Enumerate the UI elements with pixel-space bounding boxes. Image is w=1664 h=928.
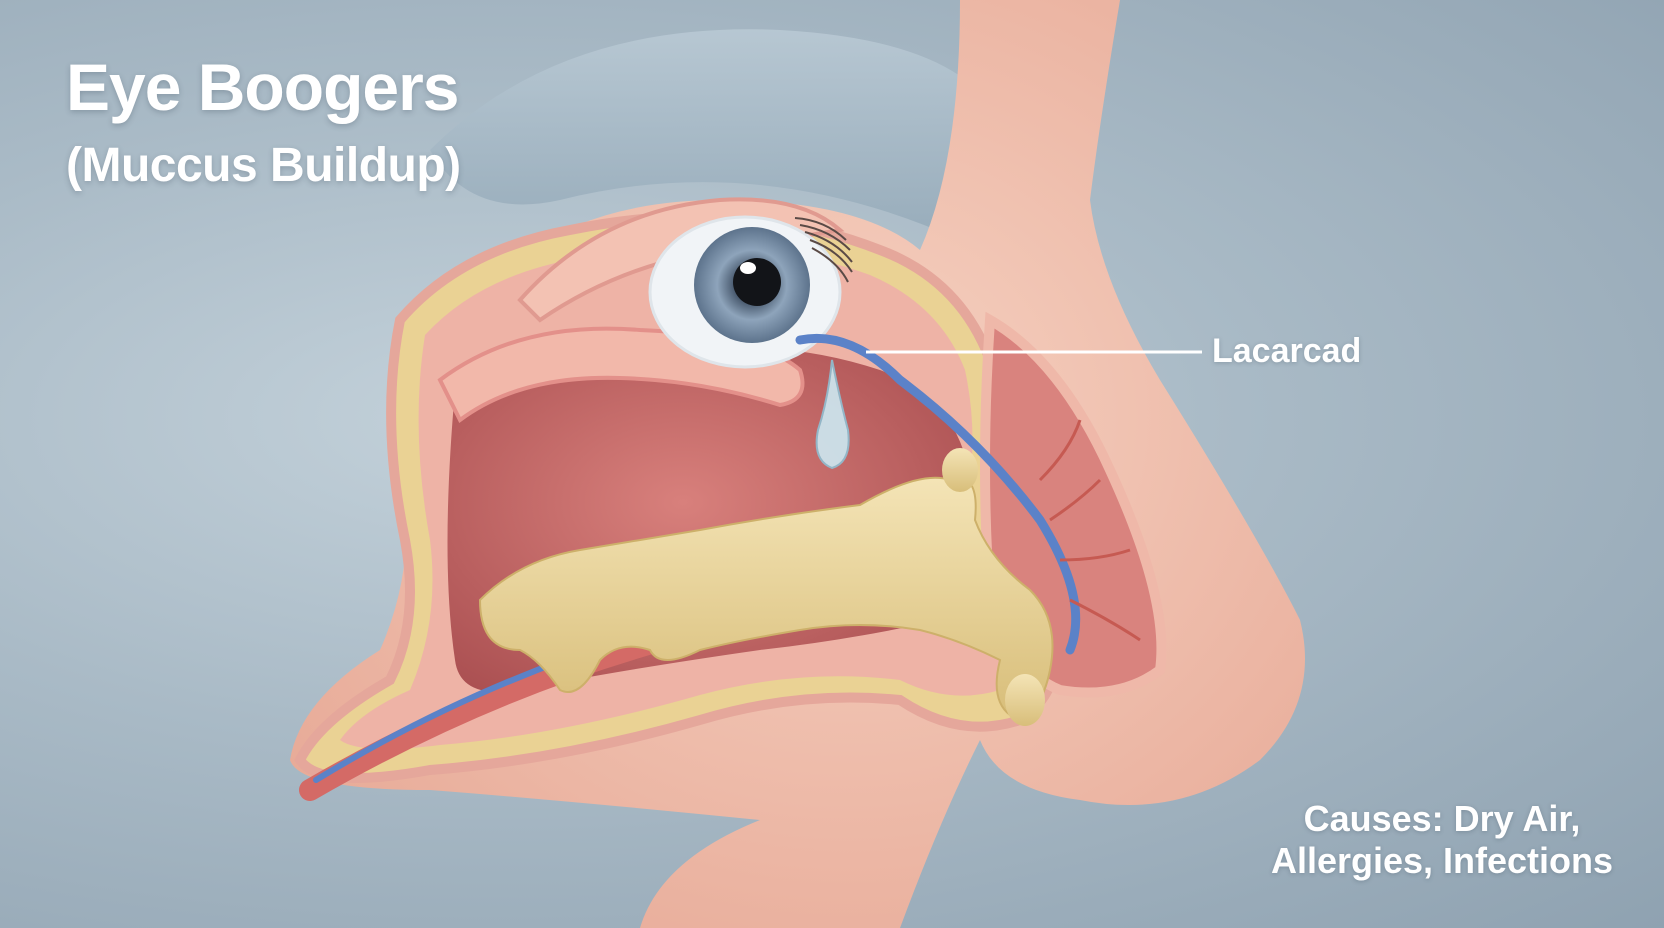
causes-line-1: Causes: Dry Air,	[1303, 798, 1581, 839]
lacrimal-duct	[795, 333, 1081, 655]
eye-highlight	[740, 262, 756, 274]
mucus-blob	[942, 448, 978, 492]
causes-text: Causes: Dry Air, Allergies, Infections	[1262, 798, 1622, 882]
blood-vessels	[1038, 419, 1141, 642]
eyelashes	[794, 217, 853, 283]
mucus-drip	[1005, 674, 1045, 726]
brow-ridge	[430, 29, 1002, 240]
tear-drop	[815, 359, 850, 470]
page-subtitle: (Muccus Buildup)	[66, 139, 461, 192]
page-title: Eye Boogers	[66, 50, 459, 124]
pupil	[733, 258, 781, 306]
causes-line-2: Allergies, Infections	[1270, 840, 1614, 881]
lacrimal-label: Lacarcad	[1212, 332, 1362, 370]
